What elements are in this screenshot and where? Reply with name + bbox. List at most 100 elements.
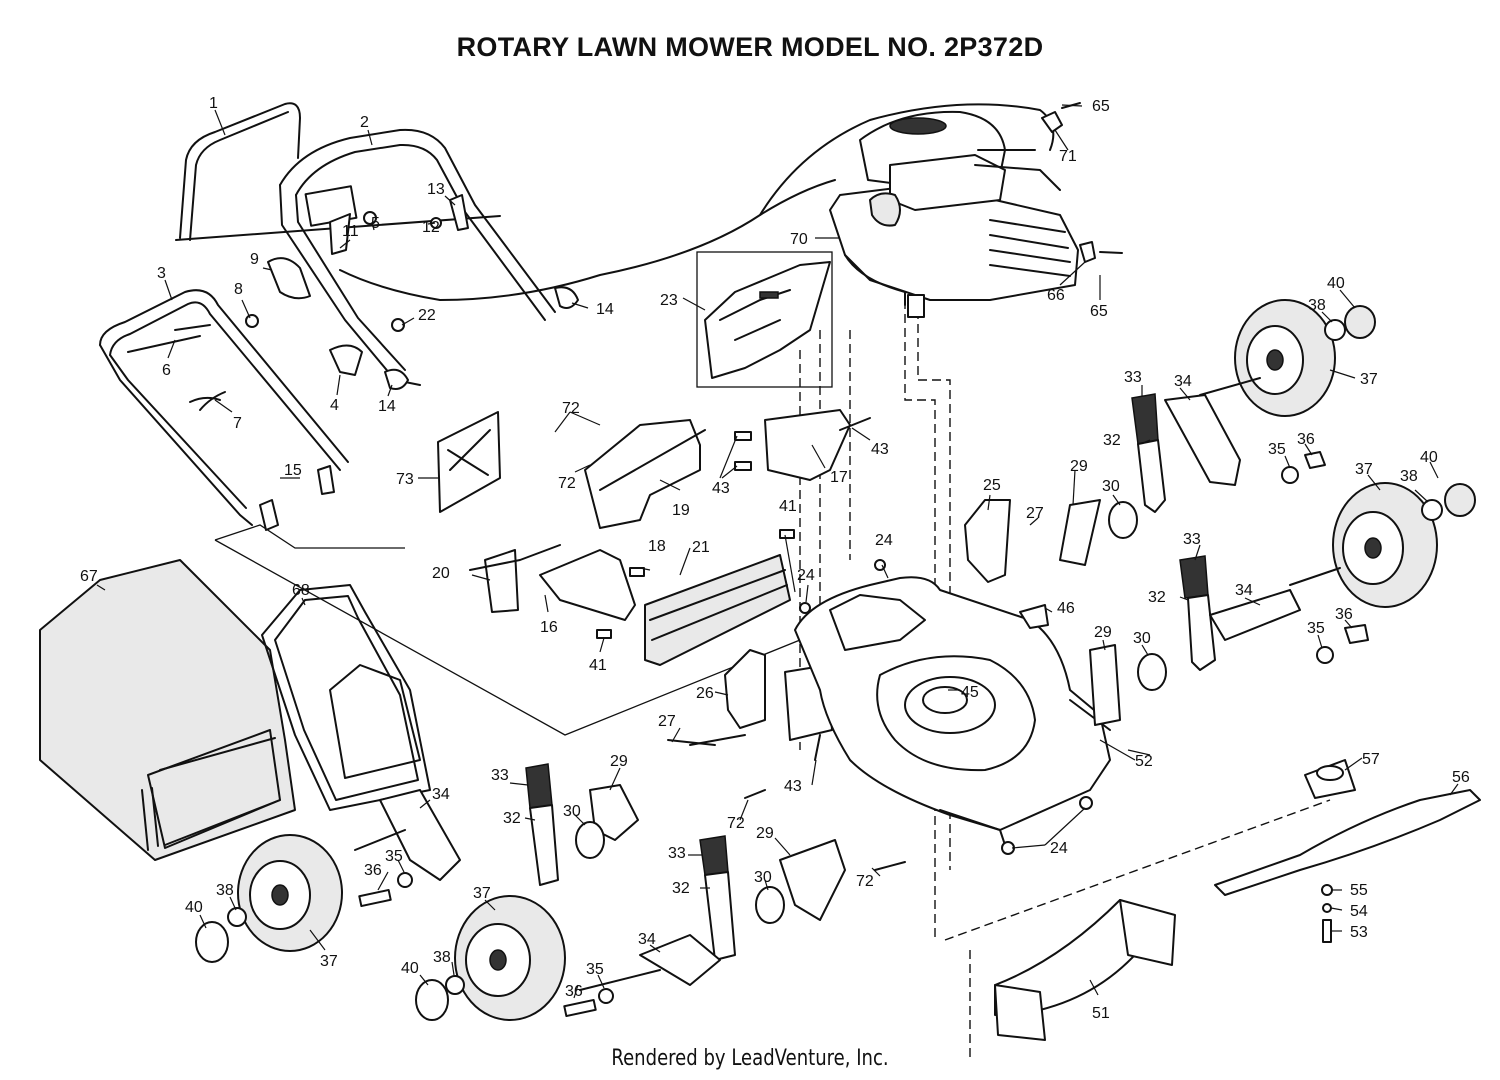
callout-3: 3 bbox=[157, 265, 166, 282]
callout-labels: 1 2 3 4 5 6 7 8 9 11 12 13 14 14 15 16 1… bbox=[80, 95, 1470, 1022]
callout-32c: 32 bbox=[503, 810, 521, 827]
callout-38c: 38 bbox=[216, 882, 234, 899]
callout-72b: 72 bbox=[558, 475, 576, 492]
callout-26: 26 bbox=[696, 685, 714, 702]
callout-11: 11 bbox=[342, 223, 359, 240]
callout-37c: 37 bbox=[320, 953, 338, 970]
upper-handle-2 bbox=[279, 128, 556, 386]
callout-5: 5 bbox=[371, 215, 380, 232]
callout-40d: 40 bbox=[401, 960, 419, 977]
callout-24b: 24 bbox=[797, 567, 815, 584]
callout-65b: 65 bbox=[1090, 303, 1108, 320]
callout-38b: 38 bbox=[1400, 468, 1418, 485]
diagram-title: ROTARY LAWN MOWER MODEL NO. 2P372D bbox=[456, 32, 1044, 62]
callout-36a: 36 bbox=[1297, 431, 1315, 448]
footer-credit: Rendered by LeadVenture, Inc. bbox=[611, 1046, 889, 1071]
callout-14a: 14 bbox=[596, 301, 614, 318]
callout-35b: 35 bbox=[1307, 620, 1325, 637]
callout-37d: 37 bbox=[473, 885, 491, 902]
callout-32b: 32 bbox=[1148, 589, 1166, 606]
callout-55: 55 bbox=[1350, 882, 1368, 899]
callout-37a: 37 bbox=[1360, 371, 1378, 388]
callout-52: 52 bbox=[1135, 753, 1153, 770]
callout-9: 9 bbox=[250, 251, 259, 268]
callout-72d: 72 bbox=[856, 873, 874, 890]
callout-20: 20 bbox=[432, 565, 450, 582]
callout-24a: 24 bbox=[875, 532, 893, 549]
callout-29b: 29 bbox=[1094, 624, 1112, 641]
callout-68: 68 bbox=[292, 582, 310, 599]
callout-19: 19 bbox=[672, 502, 690, 519]
callout-4: 4 bbox=[330, 397, 339, 414]
callout-29d: 29 bbox=[756, 825, 774, 842]
callout-14b: 14 bbox=[378, 398, 396, 415]
callout-72a: 72 bbox=[562, 400, 580, 417]
callout-71: 71 bbox=[1059, 148, 1077, 165]
bracket-19-20 bbox=[469, 419, 706, 613]
callout-36c: 36 bbox=[364, 862, 382, 879]
callout-57: 57 bbox=[1362, 751, 1380, 768]
adjuster-lower-right bbox=[1089, 555, 1369, 726]
blade-56 bbox=[1214, 759, 1481, 943]
bracket-17 bbox=[764, 409, 871, 481]
callout-15: 15 bbox=[284, 462, 302, 479]
deflector-16-21 bbox=[539, 549, 791, 666]
callout-17: 17 bbox=[830, 469, 848, 486]
callout-23: 23 bbox=[660, 292, 678, 309]
callout-30d: 30 bbox=[754, 869, 772, 886]
callout-29c: 29 bbox=[610, 753, 628, 770]
callout-35d: 35 bbox=[586, 961, 604, 978]
adjuster-bottom-middle bbox=[563, 835, 846, 1018]
callout-24c: 24 bbox=[1050, 840, 1068, 857]
leader-lines bbox=[96, 104, 1459, 999]
callout-66: 66 bbox=[1047, 287, 1065, 304]
bag-frame-68 bbox=[261, 584, 431, 811]
callout-27a: 27 bbox=[1026, 505, 1044, 522]
callout-40c: 40 bbox=[185, 899, 203, 916]
callout-43b: 43 bbox=[712, 480, 730, 497]
fasteners bbox=[596, 431, 1093, 871]
callout-40a: 40 bbox=[1327, 275, 1345, 292]
callout-45: 45 bbox=[961, 684, 979, 701]
deck-52 bbox=[794, 576, 1111, 846]
callout-35a: 35 bbox=[1268, 441, 1286, 458]
callout-36b: 36 bbox=[1335, 606, 1353, 623]
pivot-25-26 bbox=[724, 499, 1011, 741]
callout-67: 67 bbox=[80, 568, 98, 585]
callout-36d: 36 bbox=[565, 983, 583, 1000]
callout-13: 13 bbox=[427, 181, 445, 198]
callout-33a: 33 bbox=[1124, 369, 1142, 386]
callout-38d: 38 bbox=[433, 949, 451, 966]
callout-73: 73 bbox=[396, 471, 414, 488]
callout-22: 22 bbox=[418, 307, 436, 324]
callout-18: 18 bbox=[648, 538, 666, 555]
callout-72c: 72 bbox=[727, 815, 745, 832]
rear-guard-23 bbox=[696, 251, 833, 388]
callout-8: 8 bbox=[234, 281, 243, 298]
callout-27b: 27 bbox=[658, 713, 676, 730]
callout-7: 7 bbox=[233, 415, 242, 432]
adjuster-upper-right bbox=[1059, 393, 1326, 566]
callout-1: 1 bbox=[209, 95, 218, 112]
callout-70: 70 bbox=[790, 231, 808, 248]
callout-46: 46 bbox=[1057, 600, 1075, 617]
wheel-front-right bbox=[415, 895, 566, 1021]
callout-33b: 33 bbox=[1183, 531, 1201, 548]
callout-34c: 34 bbox=[432, 786, 450, 803]
callout-35c: 35 bbox=[385, 848, 403, 865]
callout-34b: 34 bbox=[1235, 582, 1253, 599]
callout-41a: 41 bbox=[779, 498, 797, 515]
callout-34d: 34 bbox=[638, 931, 656, 948]
callout-40b: 40 bbox=[1420, 449, 1438, 466]
callout-21: 21 bbox=[692, 539, 710, 556]
callout-16: 16 bbox=[540, 619, 558, 636]
callout-33c: 33 bbox=[491, 767, 509, 784]
callout-38a: 38 bbox=[1308, 297, 1326, 314]
callout-51: 51 bbox=[1092, 1005, 1110, 1022]
callout-37b: 37 bbox=[1355, 461, 1373, 478]
callout-30b: 30 bbox=[1133, 630, 1151, 647]
callout-43a: 43 bbox=[871, 441, 889, 458]
callout-12: 12 bbox=[422, 219, 440, 236]
engine-70 bbox=[829, 110, 1079, 318]
